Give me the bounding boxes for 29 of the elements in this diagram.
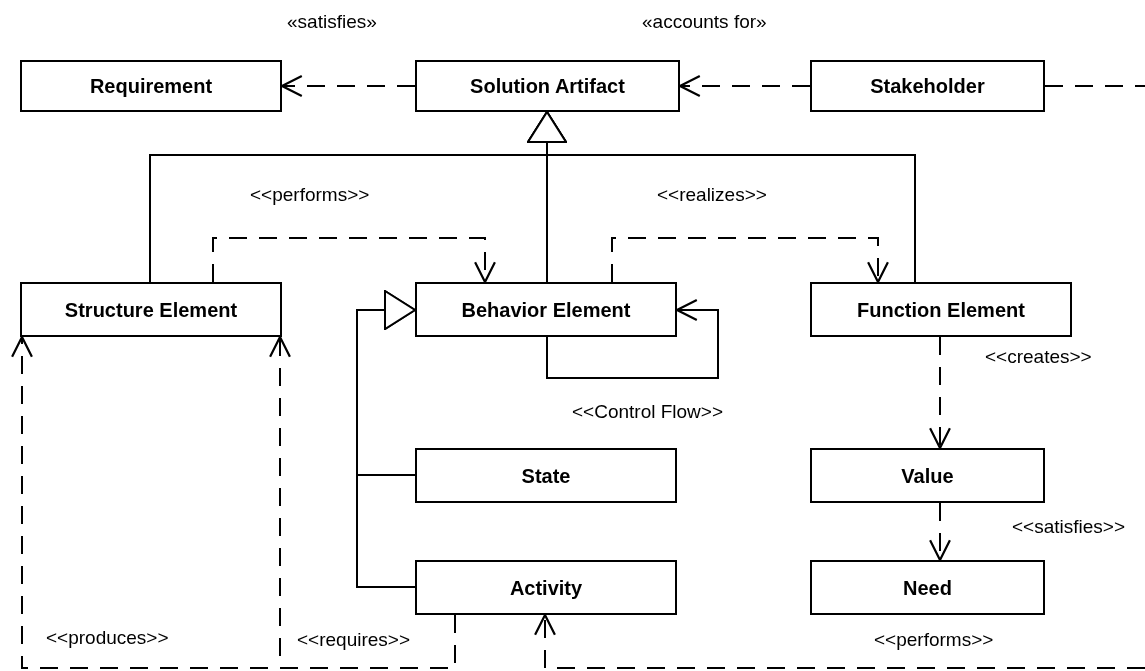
- dependency-arrow: [534, 613, 1145, 669]
- class-name: State: [521, 463, 571, 489]
- dependency-arrow: [929, 336, 951, 450]
- class-box: [415, 282, 677, 337]
- class-box: [415, 560, 677, 615]
- class-box: [810, 60, 1045, 112]
- class-name: Stakeholder: [870, 74, 985, 99]
- class-name: Structure Element: [64, 297, 238, 323]
- generalization-arrow: [527, 111, 916, 283]
- class-name: Value: [901, 463, 954, 489]
- class-box: [810, 282, 1072, 337]
- class-name: Need: [903, 575, 952, 601]
- dependency-arrow: [611, 237, 889, 284]
- class-name: Solution Artifact: [470, 74, 625, 99]
- class-box: [810, 560, 1045, 615]
- dependency-arrow: [929, 502, 951, 562]
- class-box: [415, 448, 677, 503]
- class-name: Function Element: [857, 297, 1025, 323]
- class-box: [20, 282, 282, 337]
- class-box: [810, 448, 1045, 503]
- class-box: [415, 60, 680, 112]
- class-name: Activity: [509, 575, 583, 601]
- generalization-arrow: [356, 290, 416, 588]
- class-box: [20, 60, 282, 112]
- class-name: Behavior Element: [461, 297, 631, 323]
- dependency-arrow: [212, 237, 496, 284]
- dependency-arrow: [269, 335, 456, 669]
- class-name: Requirement: [89, 74, 213, 99]
- dependency-arrow: [546, 299, 719, 379]
